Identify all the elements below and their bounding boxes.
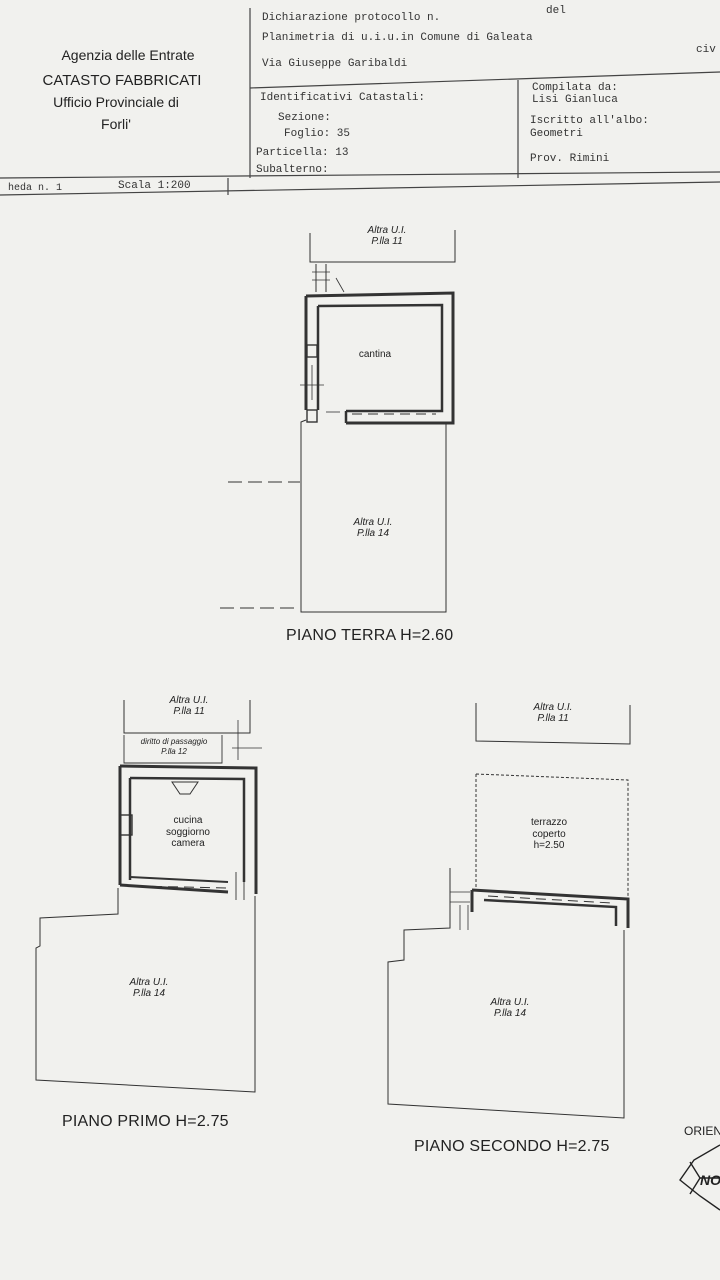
scheda-label: heda n. 1 — [8, 183, 63, 194]
plan-primo-lines — [35, 700, 262, 1093]
planimetria-label: Planimetria di u.i.u.in Comune di Galeat… — [262, 32, 533, 44]
secondo-neighbor-bottom: Altra U.I. P.lla 14 — [490, 997, 530, 1019]
scala-label: Scala 1:200 — [118, 180, 191, 192]
secondo-room: terrazzo coperto h=2.50 — [530, 817, 568, 851]
catasto-title: CATASTO FABBRICATI — [42, 72, 202, 89]
prov-label: Prov. Rimini — [530, 153, 610, 165]
office-city: Forli' — [101, 116, 131, 132]
primo-neighbor-bottom: Altra U.I. P.lla 14 — [129, 977, 169, 999]
del-label: del — [546, 5, 566, 17]
dichiarazione-label: Dichiarazione protocollo n. — [262, 12, 441, 24]
primo-neighbor-top: Altra U.I. P.lla 11 — [169, 695, 209, 717]
terra-neighbor-top: Altra U.I. P.lla 11 — [367, 225, 407, 247]
agency-name: Agenzia delle Entrate — [61, 47, 195, 63]
header-frame — [0, 8, 720, 196]
sezione-label: Sezione: — [278, 112, 331, 124]
compilata-label: Compilata da: — [532, 82, 618, 94]
orientation-arrow — [679, 1144, 720, 1211]
terra-floor-title: PIANO TERRA H=2.60 — [286, 627, 454, 644]
plan-secondo-lines — [387, 703, 631, 1119]
orientation-label: ORIEN — [684, 1124, 720, 1138]
civ-label: civ — [696, 44, 716, 56]
albo-value: Geometri — [530, 128, 583, 140]
terra-neighbor-bottom: Altra U.I. P.lla 14 — [353, 517, 393, 539]
identificativi-label: Identificativi Catastali: — [260, 92, 426, 104]
primo-floor-title: PIANO PRIMO H=2.75 — [62, 1113, 229, 1130]
iscritto-label: Iscritto all'albo: — [530, 115, 649, 127]
primo-passage: diritto di passaggio P.lla 12 — [140, 737, 208, 756]
terra-room-cantina: cantina — [358, 349, 392, 360]
particella-label: Particella: 13 — [256, 147, 349, 159]
secondo-floor-title: PIANO SECONDO H=2.75 — [414, 1138, 610, 1155]
plan-terra-lines — [220, 230, 456, 613]
address-label: Via Giuseppe Garibaldi — [262, 58, 408, 70]
office-name: Ufficio Provinciale di — [53, 94, 179, 110]
compilatore-name: Lisi Gianluca — [532, 94, 618, 106]
north-icon: NO — [700, 1172, 720, 1188]
primo-room: cucina soggiorno camera — [166, 815, 210, 849]
foglio-label: Foglio: 35 — [284, 128, 351, 140]
subalterno-label: Subalterno: — [256, 164, 329, 176]
secondo-neighbor-top: Altra U.I. P.lla 11 — [533, 702, 573, 724]
